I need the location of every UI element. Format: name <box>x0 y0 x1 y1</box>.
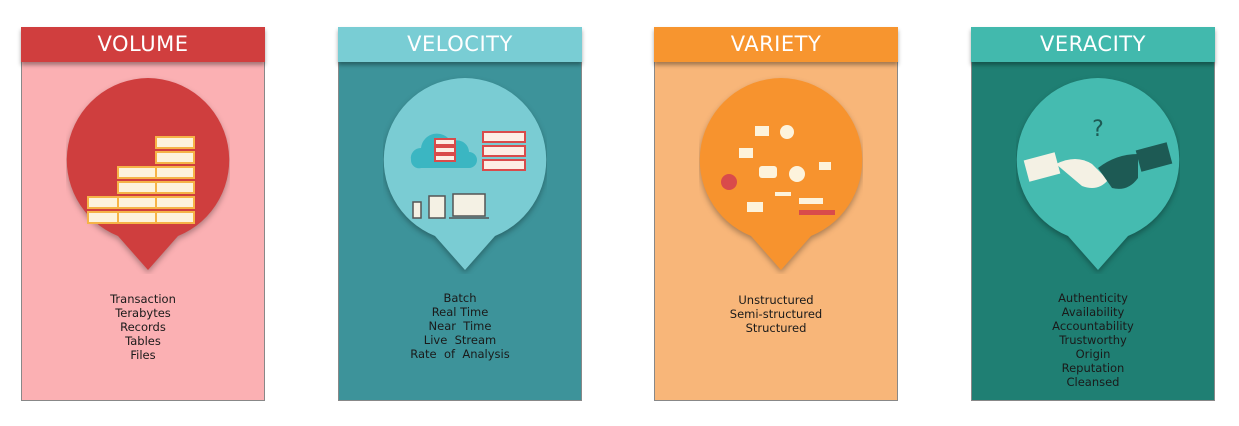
list-item: Availability <box>1061 305 1125 319</box>
data-types-icon <box>699 78 863 270</box>
card-title: VERACITY <box>971 27 1215 62</box>
list-item: Trustworthy <box>1059 333 1127 347</box>
svg-text:?: ? <box>1092 117 1104 142</box>
list-item: Real Time <box>431 305 489 319</box>
list-item: Batch <box>443 291 477 305</box>
list-item: Unstructured <box>738 293 814 307</box>
list-item: Files <box>130 348 156 362</box>
list-item: Transaction <box>110 292 176 306</box>
card-title: VELOCITY <box>338 27 582 62</box>
list-item: Cleansed <box>1066 375 1120 389</box>
handshake-icon: ? <box>1016 78 1180 270</box>
card-title: VARIETY <box>654 27 898 62</box>
list-item: Near Time <box>428 319 492 333</box>
list-item: Structured <box>745 321 807 335</box>
list-item: Origin <box>1075 347 1111 361</box>
server-stack-icon <box>66 78 230 270</box>
list-item: Live Stream <box>423 333 497 347</box>
list-item: Terabytes <box>115 306 171 320</box>
list-item: Semi-structured <box>729 307 823 321</box>
cloud-devices-icon <box>383 78 547 270</box>
list-item: Reputation <box>1061 361 1125 375</box>
list-item: Accountability <box>1052 319 1134 333</box>
list-item: Records <box>120 320 166 334</box>
list-item: Rate of Analysis <box>410 347 510 361</box>
card-title: VOLUME <box>21 27 265 62</box>
list-item: Authenticity <box>1058 291 1128 305</box>
list-item: Tables <box>125 334 161 348</box>
